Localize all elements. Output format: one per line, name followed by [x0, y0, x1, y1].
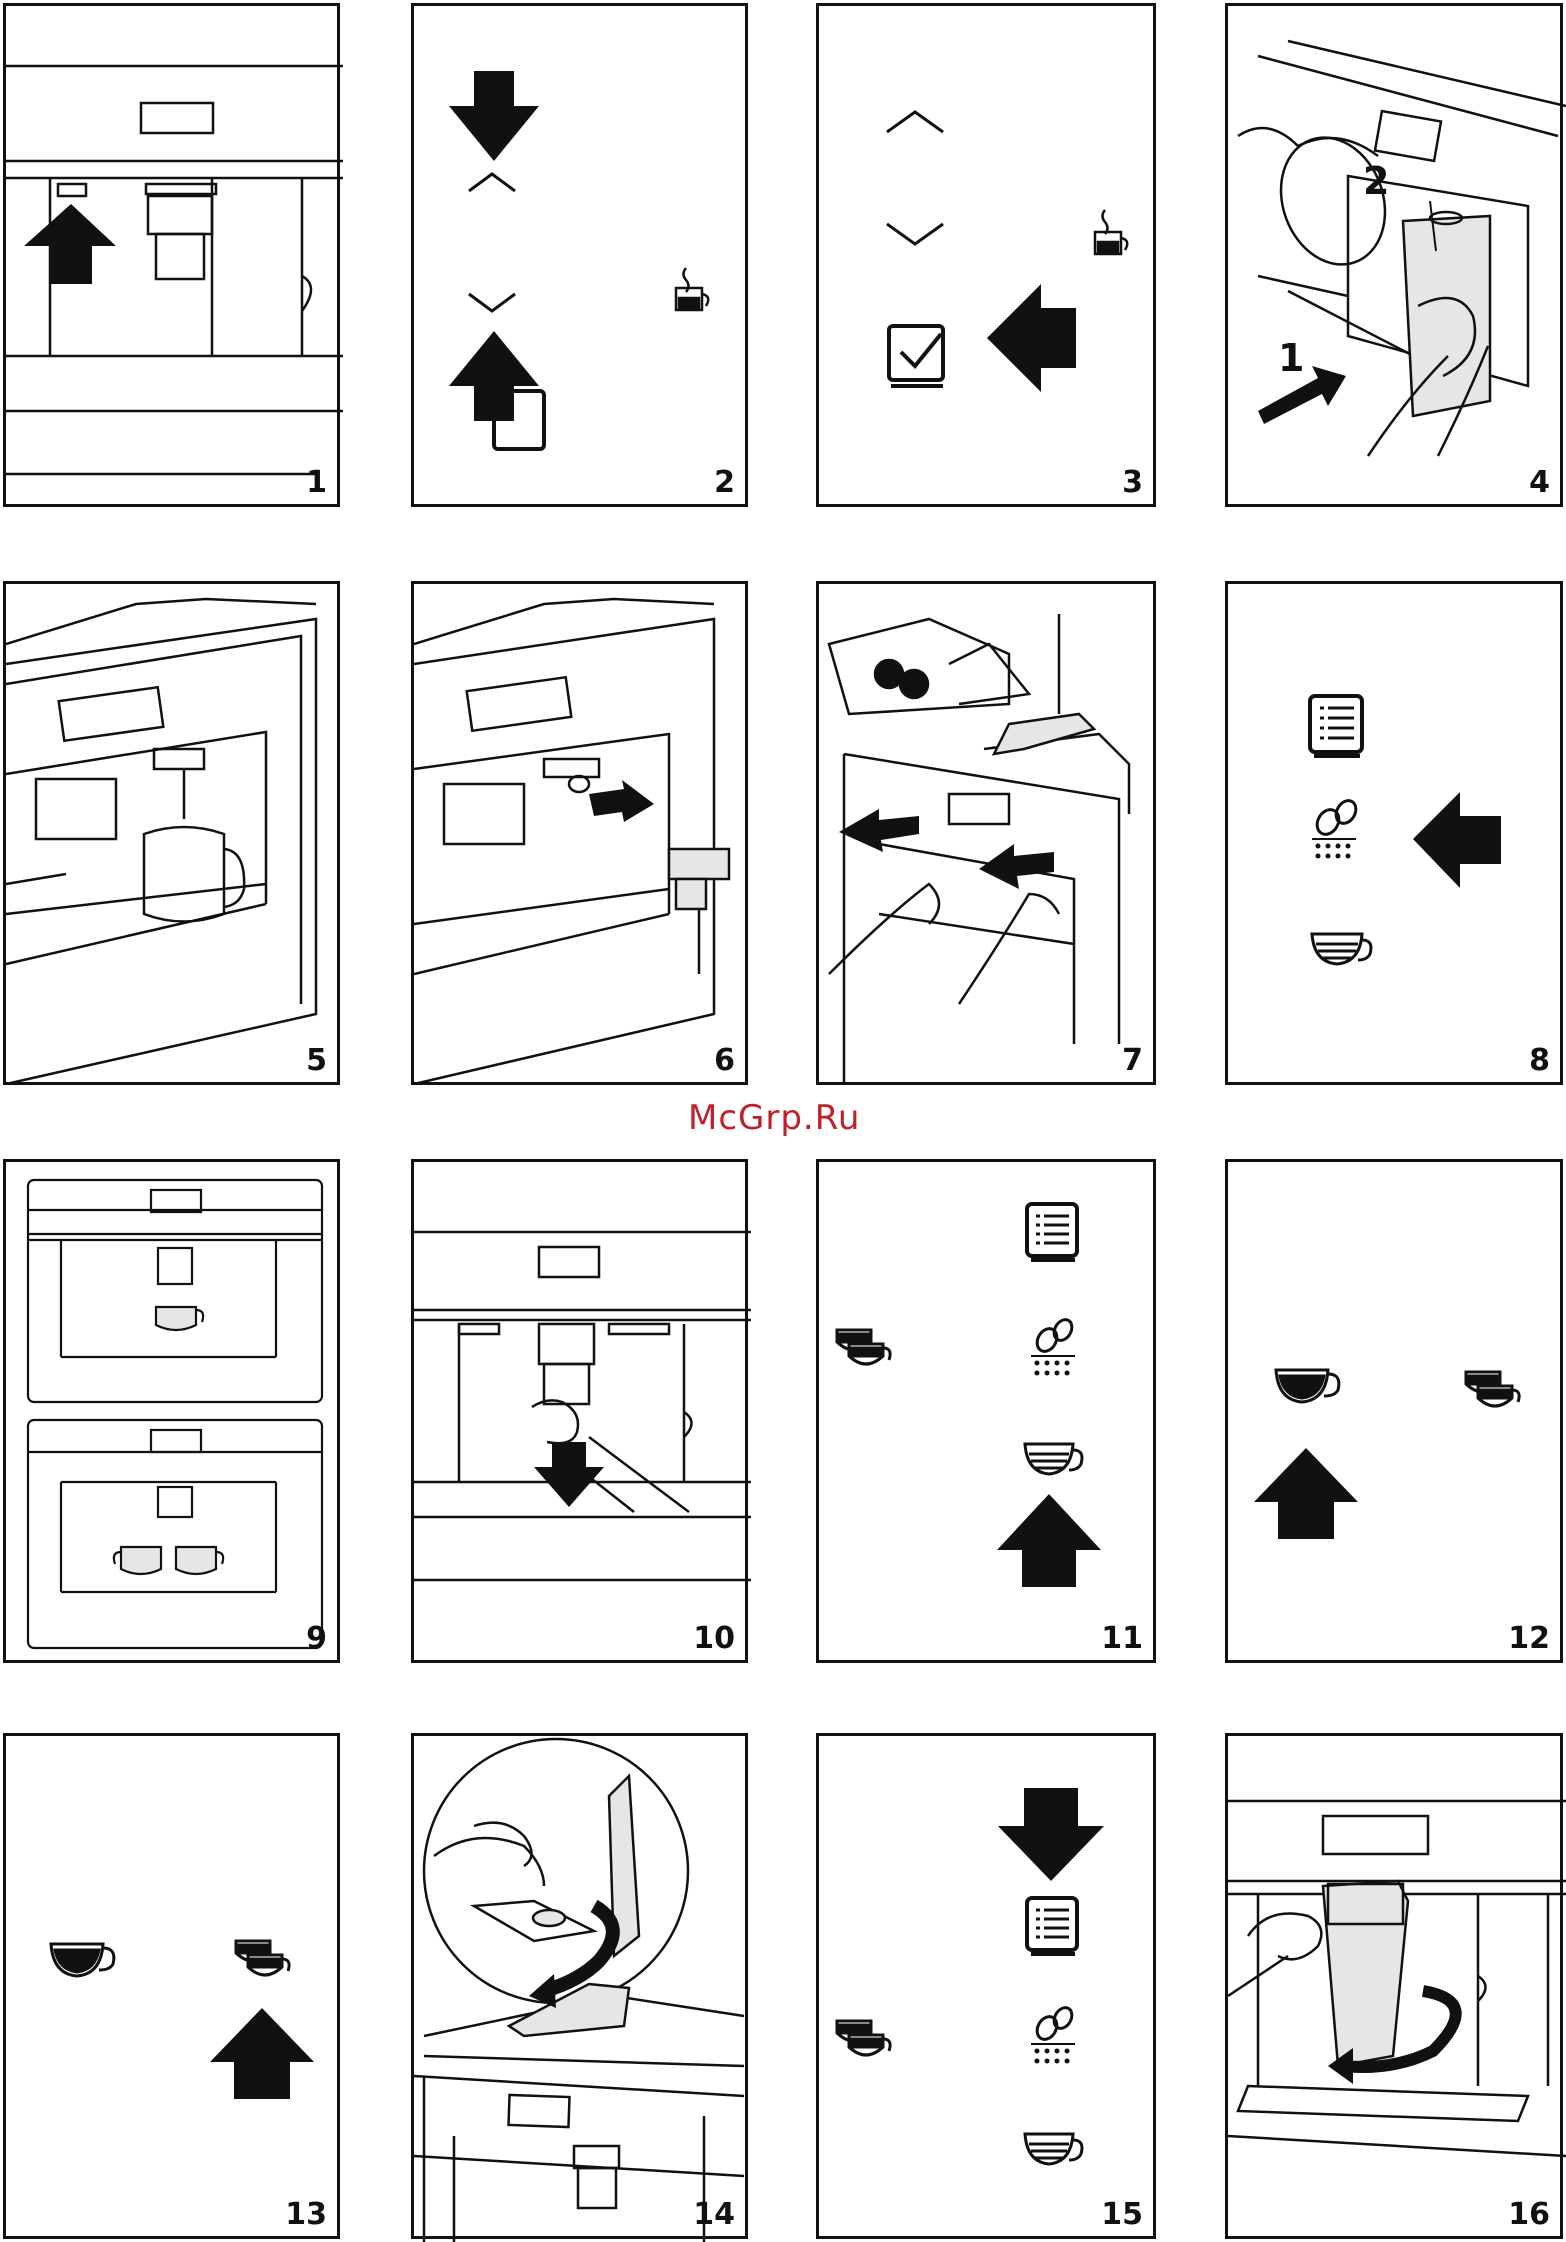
attach-spout-illustration — [414, 584, 751, 1088]
checkbox-confirm-icon — [889, 326, 943, 386]
panel-number: 14 — [693, 2197, 735, 2232]
arrow-down-icon — [534, 1442, 604, 1507]
arrow-down-icon — [449, 71, 539, 161]
panel-number: 1 — [306, 465, 327, 500]
panel-12: 12 — [1225, 1159, 1563, 1663]
panel-5: 5 — [3, 581, 340, 1085]
panel-11: 11 — [816, 1159, 1156, 1663]
chevron-down-icon — [887, 224, 943, 244]
machine-front-illustration — [6, 6, 343, 510]
water-tank-illustration: 2 1 — [1228, 6, 1566, 510]
arrow-left-icon — [839, 809, 919, 852]
coffee-beans-icon — [1031, 2004, 1075, 2063]
arrow-up-icon — [1254, 1448, 1358, 1539]
panel-number: 5 — [306, 1043, 327, 1078]
panel-number: 2 — [714, 465, 735, 500]
menu-list-icon — [1027, 1204, 1077, 1260]
single-cup-icon — [51, 1944, 114, 1976]
chevron-up-icon — [887, 112, 943, 132]
arrow-left-icon — [987, 284, 1076, 392]
grinder-adjust-illustration — [414, 1736, 751, 2242]
arrow-left-icon — [1413, 792, 1501, 888]
double-cup-icon — [236, 1941, 289, 1975]
panel-1: 1 — [3, 3, 340, 507]
panel-number: 15 — [1101, 2197, 1143, 2232]
panel-10: 10 — [411, 1159, 748, 1663]
chevron-down-icon — [469, 294, 515, 311]
panel-2: 2 — [411, 3, 748, 507]
arrow-down-icon — [998, 1788, 1104, 1881]
panel-8: 8 — [1225, 581, 1563, 1085]
arrow-up-icon — [24, 204, 116, 284]
panel-number: 11 — [1101, 1621, 1143, 1656]
panel-4: 2 1 4 — [1225, 3, 1563, 507]
arrow-right-icon — [589, 780, 654, 822]
cup-strength-icon — [1025, 2134, 1082, 2164]
panel-15: 15 — [816, 1733, 1156, 2239]
panel-number: 4 — [1529, 465, 1550, 500]
cup-under-spout-illustration — [6, 584, 343, 1088]
chevron-up-icon — [469, 174, 515, 191]
step-label: 2 — [1363, 159, 1389, 203]
coffee-cup-icon — [1095, 210, 1127, 254]
arrow-up-icon — [997, 1494, 1101, 1587]
panel-3: 3 — [816, 3, 1156, 507]
panel-number: 8 — [1529, 1043, 1550, 1078]
menu-list-icon — [1310, 696, 1362, 756]
panel-number: 7 — [1122, 1043, 1143, 1078]
panel-number: 16 — [1508, 2197, 1550, 2232]
double-cup-icon — [837, 1330, 890, 1364]
menu-list-icon — [1027, 1898, 1077, 1954]
remove-spout-illustration — [414, 1162, 751, 1666]
panel-number: 9 — [306, 1621, 327, 1656]
panel-16: 16 — [1225, 1733, 1563, 2239]
panel-14: 14 — [411, 1733, 748, 2239]
coffee-beans-icon — [1312, 797, 1360, 858]
double-cup-icon — [1466, 1372, 1519, 1406]
remove-brew-unit-illustration — [1228, 1736, 1566, 2242]
panel-number: 12 — [1508, 1621, 1550, 1656]
fill-beans-illustration — [819, 584, 1159, 1088]
step-label: 1 — [1278, 336, 1304, 380]
panel-number: 3 — [1122, 465, 1143, 500]
watermark-text: McGrp.Ru — [688, 1098, 860, 1138]
cup-strength-icon — [1312, 934, 1371, 964]
panel-7: 7 — [816, 581, 1156, 1085]
arrow-left-icon — [979, 844, 1054, 889]
panel-9: 9 — [3, 1159, 340, 1663]
panel-13: 13 — [3, 1733, 340, 2239]
panel-6: 6 — [411, 581, 748, 1085]
panel-number: 10 — [693, 1621, 735, 1656]
cup-strength-icon — [1025, 1444, 1082, 1474]
coffee-beans-icon — [1031, 1316, 1075, 1375]
panel-number: 13 — [285, 2197, 327, 2232]
double-cup-icon — [837, 2021, 890, 2055]
coffee-cup-icon — [676, 268, 708, 310]
arrow-up-icon — [210, 2008, 314, 2099]
single-cup-icon — [1276, 1370, 1339, 1402]
single-double-cup-illustration — [6, 1162, 343, 1666]
panel-number: 6 — [714, 1043, 735, 1078]
